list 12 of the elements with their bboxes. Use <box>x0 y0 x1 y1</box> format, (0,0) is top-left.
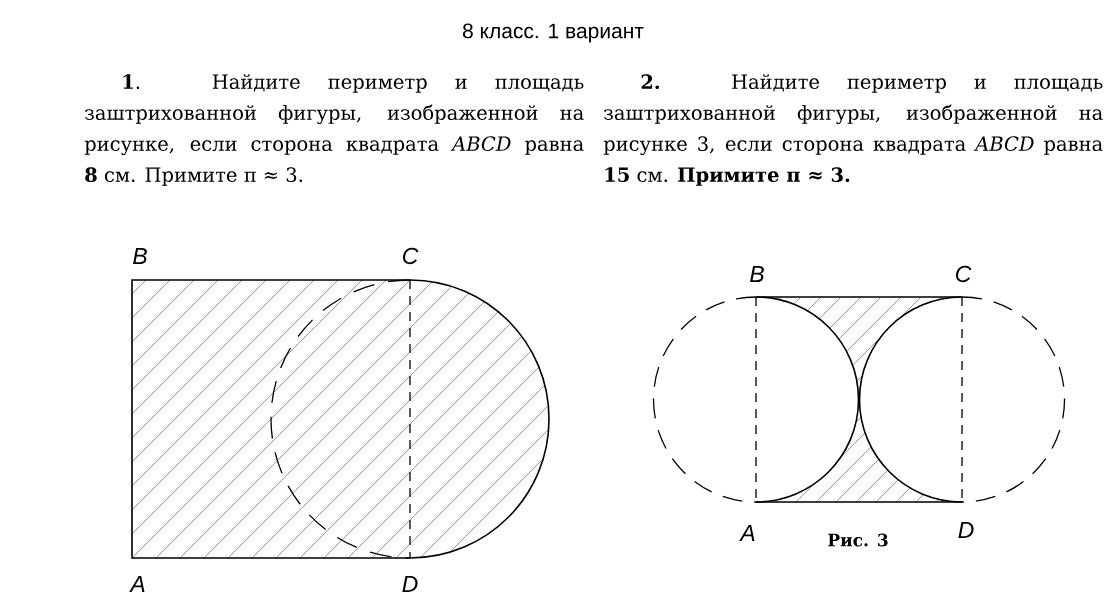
vertex-label: D <box>958 522 974 538</box>
vertex-label: D <box>402 576 418 592</box>
vertex-label: C <box>956 265 972 283</box>
vertex-label: B <box>133 248 147 264</box>
vertex-label: B <box>750 266 764 282</box>
vertex-label: C <box>402 247 419 265</box>
problem-text: 1. Найдите периметр и площадь заштрихованной фигуры, изображенной на рисунке, если сторона квадрата ABCD равна 8 см. Примите π ≈ 3. <box>84 74 584 186</box>
title: 8 класс. 1 вариант <box>462 23 644 43</box>
vertex-label: A <box>739 525 755 541</box>
problem-text: 2. Найдите периметр и площадь заштрихованной фигуры, изображенной на рисунке 3, если сторона квадрата ABCD равна 15 см. Примите π ≈ 3. <box>603 74 1103 186</box>
figure-caption: Рис. 3 <box>828 533 888 547</box>
vertex-label: A <box>129 576 145 592</box>
